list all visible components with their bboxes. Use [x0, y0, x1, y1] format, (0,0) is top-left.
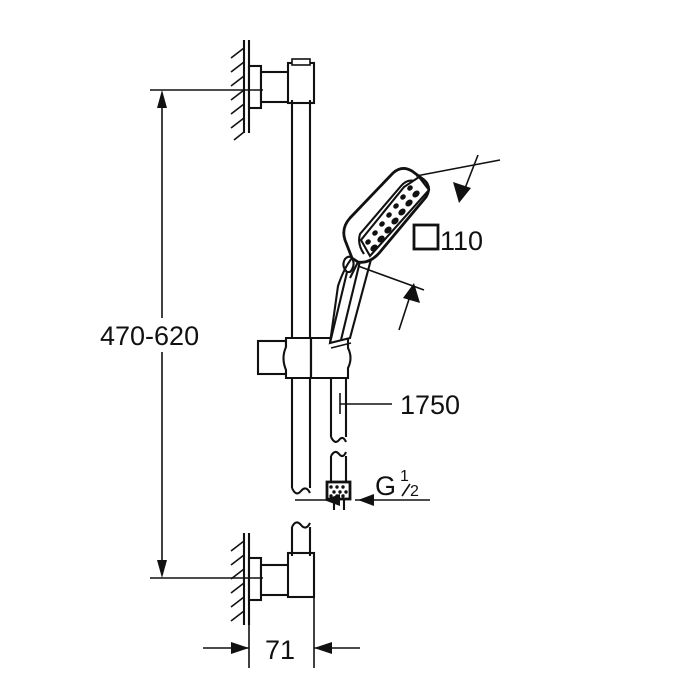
dimension-label-thread-numerator: 1	[400, 468, 409, 485]
dimension-label-head-size: 110	[440, 226, 483, 256]
lower-wall-section	[230, 533, 251, 625]
upper-wall-bracket	[247, 58, 316, 110]
spray-nozzle-dots	[365, 185, 420, 252]
dimension-label-rail-height: 470-620	[100, 321, 199, 351]
dimension-hose-length: 1750	[339, 390, 460, 420]
dimension-thread-size: G 1 2	[295, 468, 430, 506]
hand-shower-head	[328, 167, 431, 349]
dimension-head-size: 110	[357, 154, 501, 331]
lower-wall-bracket	[247, 551, 316, 602]
sliding-holder-bracket	[256, 336, 352, 380]
upper-wall-section	[230, 40, 251, 141]
dimension-wall-offset: 71	[203, 598, 360, 668]
dimension-label-thread-prefix: G	[375, 471, 396, 501]
dimension-label-wall-offset: 71	[265, 635, 295, 665]
hose-connector-nut-knurl	[329, 485, 348, 498]
dimension-rail-height: 470-620	[100, 89, 263, 579]
dimension-label-thread-denominator: 2	[410, 483, 419, 500]
dimension-label-hose-length: 1750	[400, 390, 460, 420]
shower-hose	[325, 378, 352, 510]
square-symbol-icon	[412, 223, 440, 251]
vertical-slide-rail	[290, 100, 312, 556]
